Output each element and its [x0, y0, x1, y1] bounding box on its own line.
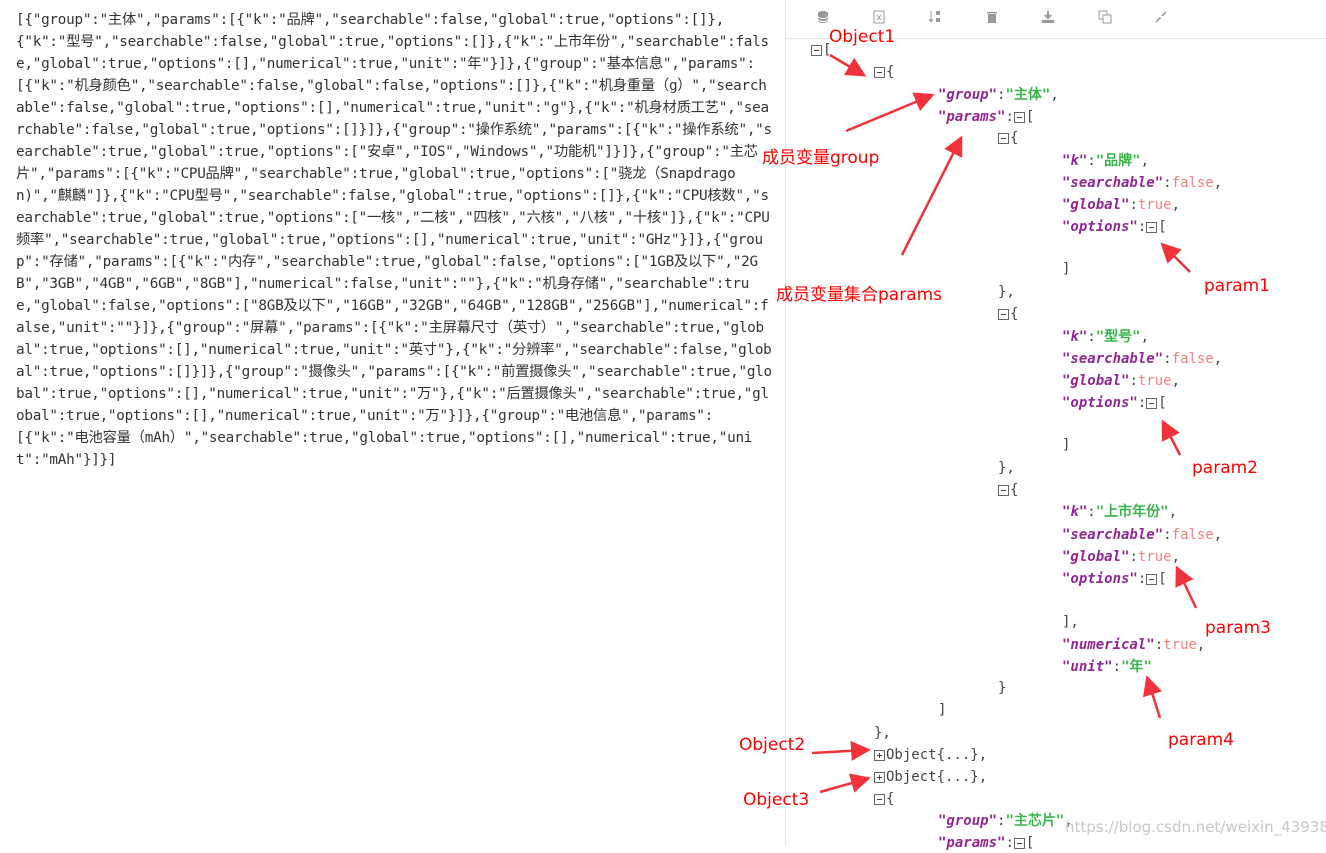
tree-param2-open: {	[998, 304, 1018, 324]
collapse-toggle[interactable]	[811, 44, 822, 56]
tree-p1-searchable: "searchable":false,	[1062, 175, 1223, 191]
collapse-toggle[interactable]	[1146, 221, 1158, 233]
trash-icon[interactable]	[983, 8, 1001, 26]
json-tree-panel	[786, 0, 1326, 846]
tree-p2-searchable: "searchable":false,	[1062, 351, 1223, 367]
tree-params-close: ]	[938, 702, 947, 718]
tree-p3-options-close: ],	[1062, 614, 1079, 630]
tree-object1-close: },	[874, 725, 891, 741]
collapse-toggle[interactable]	[998, 132, 1009, 144]
tree-p2-options-close: ]	[1062, 437, 1071, 453]
tree-p2-global: "global":true,	[1062, 373, 1181, 389]
annotation-object1: Object1	[829, 27, 896, 47]
tree-p2-options: "options":[	[1062, 395, 1167, 411]
tree-group-line: "group":"主体",	[938, 87, 1059, 103]
tree-root: [	[811, 40, 831, 60]
toolbar	[786, 0, 1326, 39]
tree-object4-open: {	[874, 789, 894, 809]
tree-param2-close: },	[998, 460, 1015, 476]
collapse-toggle[interactable]	[1013, 111, 1025, 123]
collapse-toggle[interactable]	[998, 484, 1009, 496]
tree-p1-options-close: ]	[1062, 261, 1071, 277]
collapse-toggle[interactable]	[874, 793, 885, 805]
raw-json-panel: [{"group":"主体","params":[{"k":"品牌","sear…	[16, 12, 772, 468]
tree-p3-global: "global":true,	[1062, 549, 1181, 565]
annotation-object3: Object3	[743, 790, 810, 810]
tree-p3-options: "options":[	[1062, 571, 1167, 587]
tree-param1-close: },	[998, 284, 1015, 300]
download-icon[interactable]	[1039, 8, 1057, 26]
tree-params-line: "params":[	[938, 109, 1035, 125]
expand-toggle[interactable]	[874, 771, 885, 783]
annotation-param3: param3	[1205, 618, 1271, 638]
tree-param3-close: }	[998, 680, 1007, 696]
annotation-group: 成员变量group	[762, 148, 880, 168]
annotation-param1: param1	[1204, 276, 1270, 296]
annotation-object2: Object2	[739, 735, 806, 755]
annotation-param4: param4	[1168, 730, 1234, 750]
collapse-icon[interactable]	[1152, 8, 1170, 26]
tree-p1-options: "options":[	[1062, 219, 1167, 235]
tree-param3-open: {	[998, 480, 1018, 500]
tree-object1-open: {	[874, 62, 894, 82]
tree-p3-searchable: "searchable":false,	[1062, 527, 1223, 543]
panel-divider	[785, 0, 786, 846]
database-icon[interactable]	[814, 8, 832, 26]
tree-object4-params: "params":[	[938, 835, 1035, 851]
tree-object4-group: "group":"主芯片",	[938, 813, 1073, 829]
collapse-toggle[interactable]	[874, 66, 885, 78]
tree-p3-numerical: "numerical":true,	[1062, 637, 1206, 653]
tree-p1-global: "global":true,	[1062, 197, 1181, 213]
collapse-toggle[interactable]	[1146, 397, 1158, 409]
raw-json-text[interactable]: [{"group":"主体","params":[{"k":"品牌","sear…	[16, 12, 772, 468]
tree-p1-k: "k":"品牌",	[1062, 153, 1150, 169]
annotation-params: 成员变量集合params	[776, 285, 943, 305]
tree-p3-unit: "unit":"年"	[1062, 659, 1152, 675]
sort-icon[interactable]	[926, 8, 944, 26]
expand-toggle[interactable]	[874, 749, 885, 761]
tree-param1-open: {	[998, 128, 1018, 148]
collapse-toggle[interactable]	[1013, 837, 1025, 849]
tree-object3-collapsed: Object{...},	[874, 767, 987, 787]
tree-p2-k: "k":"型号",	[1062, 329, 1150, 345]
collapse-toggle[interactable]	[1146, 573, 1158, 585]
tree-p3-k: "k":"上市年份",	[1062, 504, 1178, 520]
collapse-toggle[interactable]	[998, 308, 1009, 320]
copy-icon[interactable]	[1096, 8, 1114, 26]
annotation-param2: param2	[1192, 458, 1258, 478]
tree-object2-collapsed: Object{...},	[874, 745, 987, 765]
watermark: https://blog.csdn.net/weixin_43938143	[1065, 818, 1326, 836]
excel-icon[interactable]	[870, 8, 888, 26]
